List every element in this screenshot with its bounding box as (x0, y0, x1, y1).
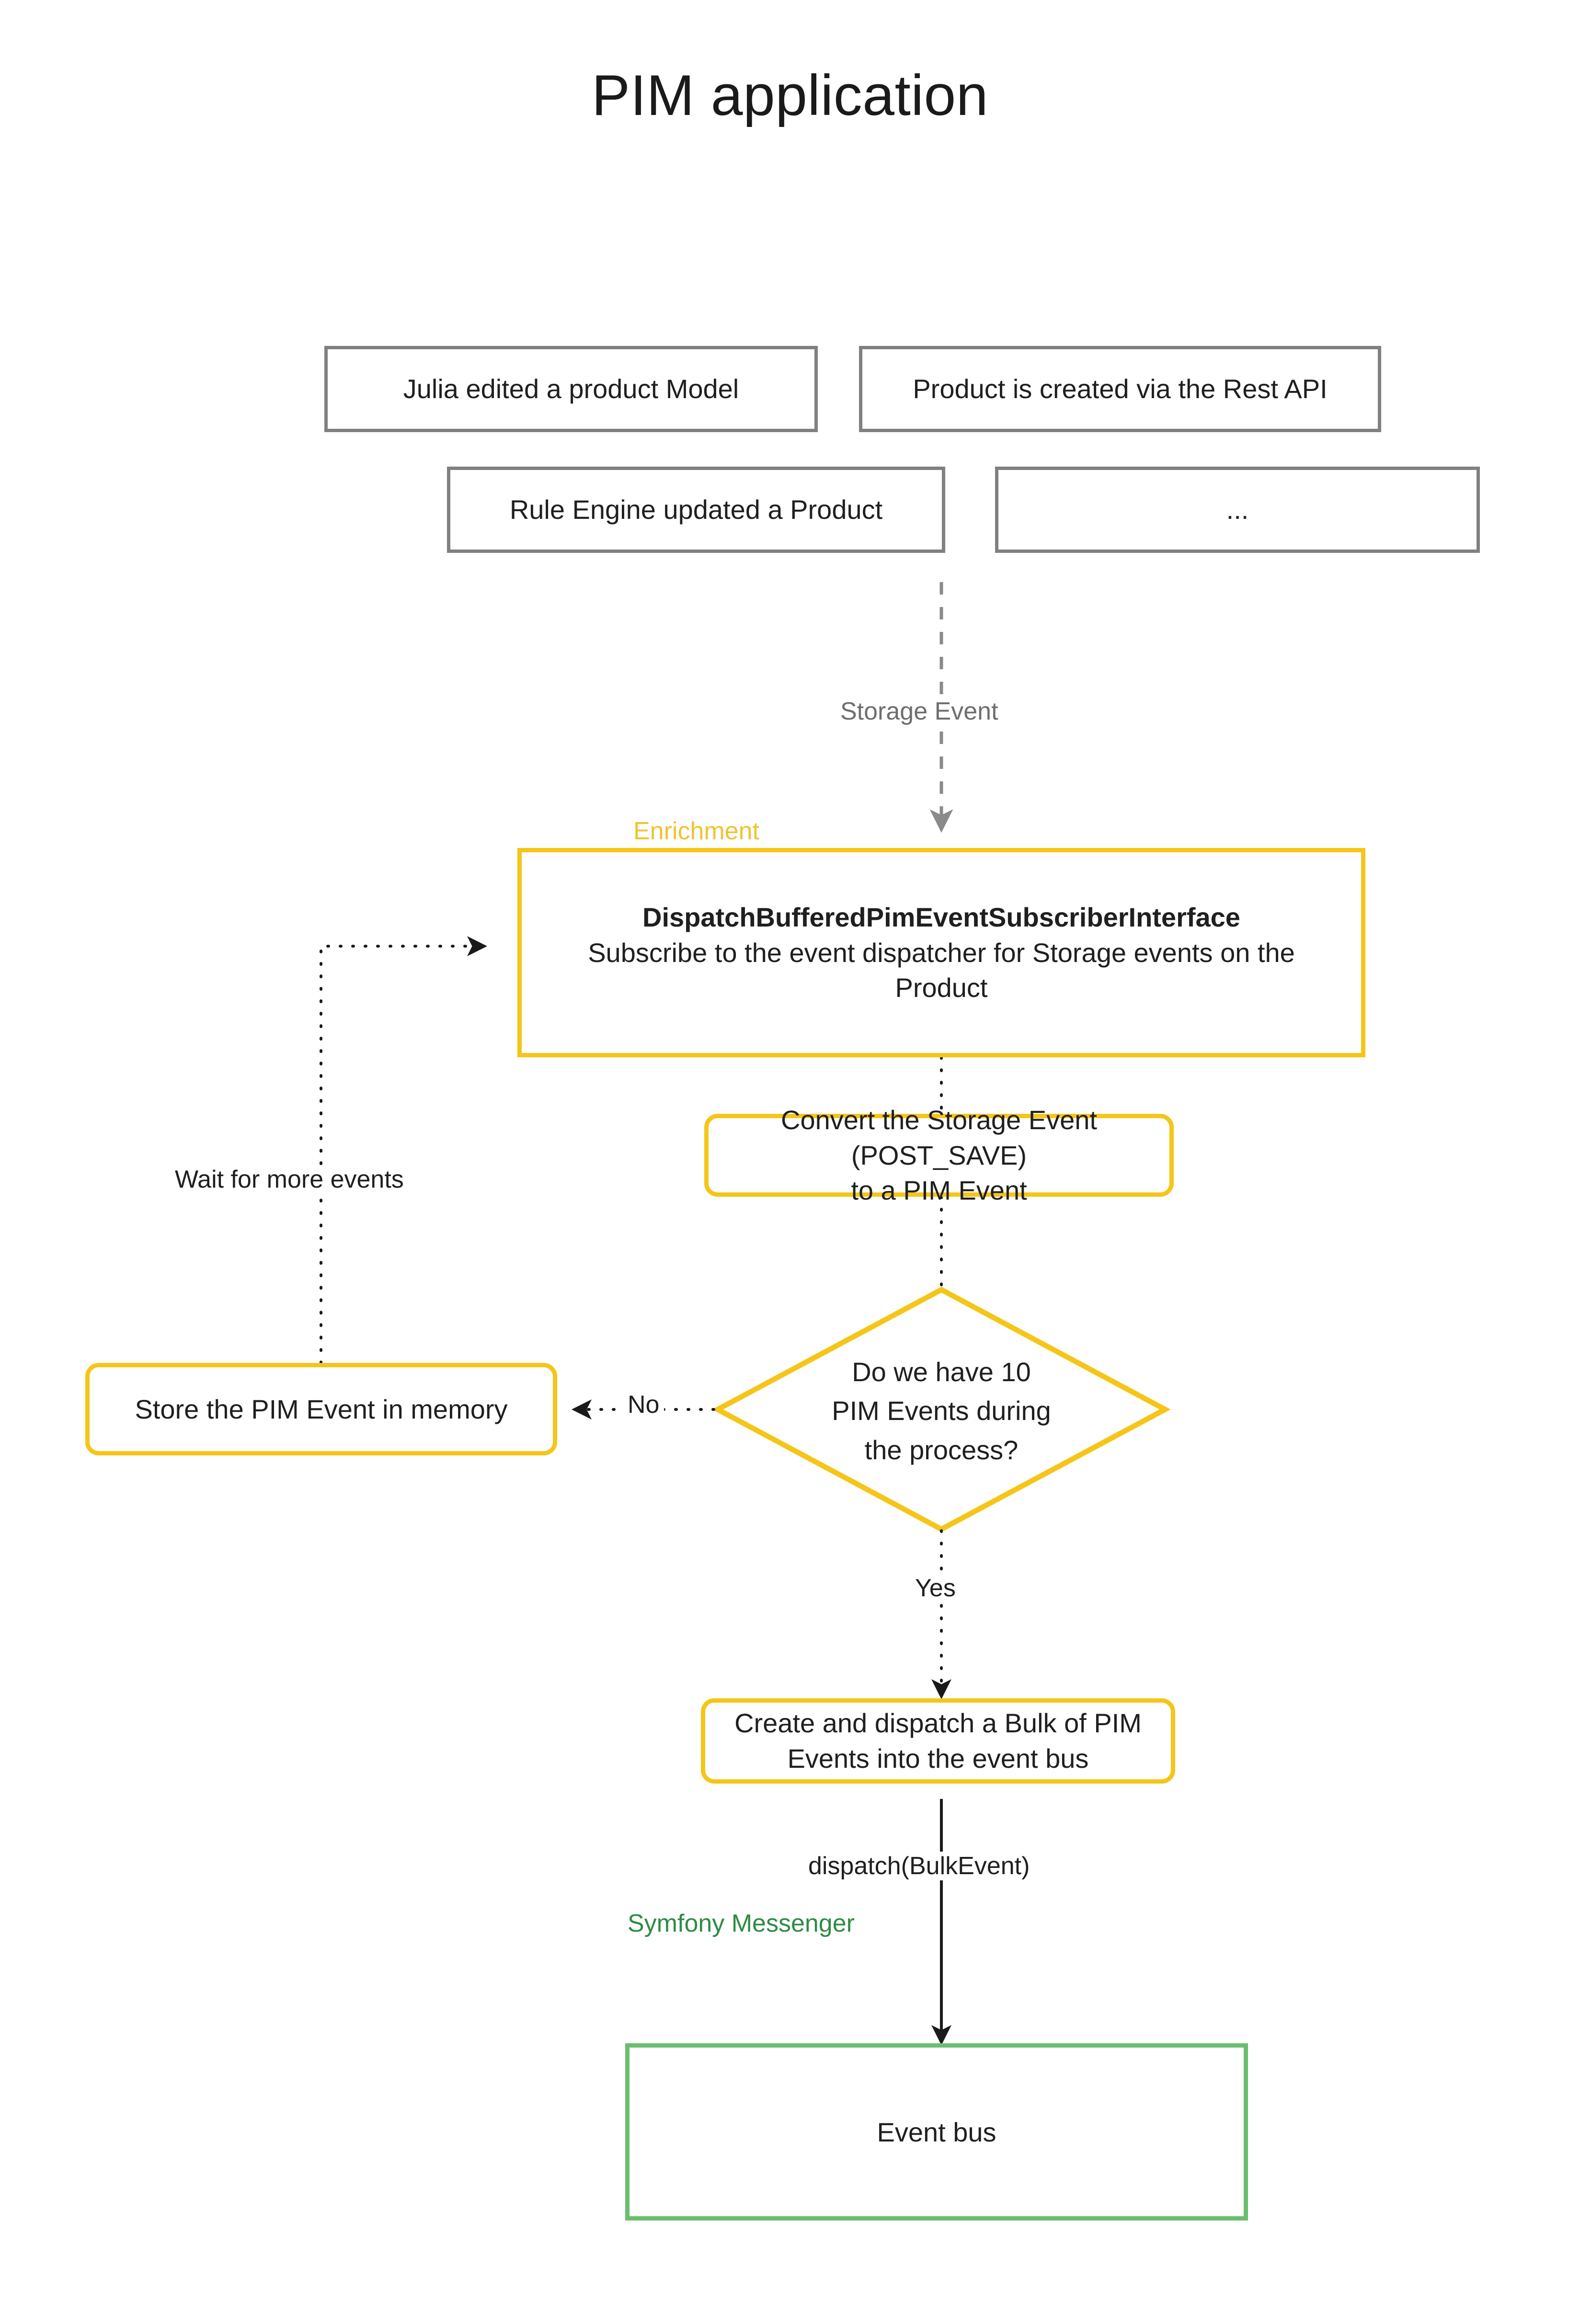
subscriber-box[interactable]: DispatchBufferedPimEventSubscriberInterf… (517, 848, 1365, 1057)
subscriber-description-line1: Subscribe to the event dispatcher for St… (588, 937, 1295, 968)
edge-label-no: No (623, 1390, 664, 1419)
trigger-box-label: Product is created via the Rest API (913, 374, 1328, 404)
decision-line1: Do we have 10 (852, 1357, 1031, 1387)
subscriber-description-line2: Product (895, 973, 988, 1003)
edge-wait-for-more-events (320, 936, 487, 1364)
event-bus-box[interactable]: Event bus (625, 2043, 1248, 2221)
decision-line2: PIM Events during (832, 1396, 1051, 1426)
trigger-box-julia-edited[interactable]: Julia edited a product Model (324, 346, 818, 432)
event-bus-label: Event bus (877, 2117, 996, 2147)
edge-label-dispatch-bulk-event: dispatch(BulkEvent) (803, 1852, 1035, 1880)
page-title: PIM application (592, 63, 988, 127)
subscriber-title: DispatchBufferedPimEventSubscriberInterf… (642, 902, 1240, 932)
lane-label-symfony-messenger: Symfony Messenger (628, 1910, 855, 1937)
convert-storage-event-box[interactable]: Convert the Storage Event (POST_SAVE) to… (704, 1105, 1174, 1205)
decision-line3: the process? (864, 1434, 1019, 1465)
bulk-line2: Events into the event bus (787, 1743, 1089, 1774)
decision-node-text: Do we have 10 PIM Events during the proc… (769, 1337, 1114, 1485)
create-dispatch-bulk-box[interactable]: Create and dispatch a Bulk of PIM Events… (701, 1698, 1175, 1784)
trigger-box-rule-engine[interactable]: Rule Engine updated a Product (447, 467, 945, 553)
trigger-box-ellipsis[interactable]: ... (995, 467, 1480, 553)
edge-label-storage-event: Storage Event (836, 697, 1003, 726)
convert-line2: to a PIM Event (851, 1175, 1027, 1206)
trigger-box-label: Rule Engine updated a Product (509, 494, 883, 525)
edge-label-wait-for-more-events: Wait for more events (170, 1165, 409, 1194)
trigger-box-label: Julia edited a product Model (403, 374, 739, 404)
store-pim-event-box[interactable]: Store the PIM Event in memory (85, 1363, 557, 1455)
lane-label-enrichment: Enrichment (633, 817, 759, 845)
trigger-box-rest-api[interactable]: Product is created via the Rest API (859, 346, 1381, 432)
convert-line1: Convert the Storage Event (POST_SAVE) (781, 1104, 1097, 1170)
edge-label-yes: Yes (910, 1574, 961, 1603)
store-label: Store the PIM Event in memory (135, 1394, 508, 1424)
trigger-box-label: ... (1226, 494, 1249, 525)
bulk-line1: Create and dispatch a Bulk of PIM (734, 1708, 1142, 1739)
